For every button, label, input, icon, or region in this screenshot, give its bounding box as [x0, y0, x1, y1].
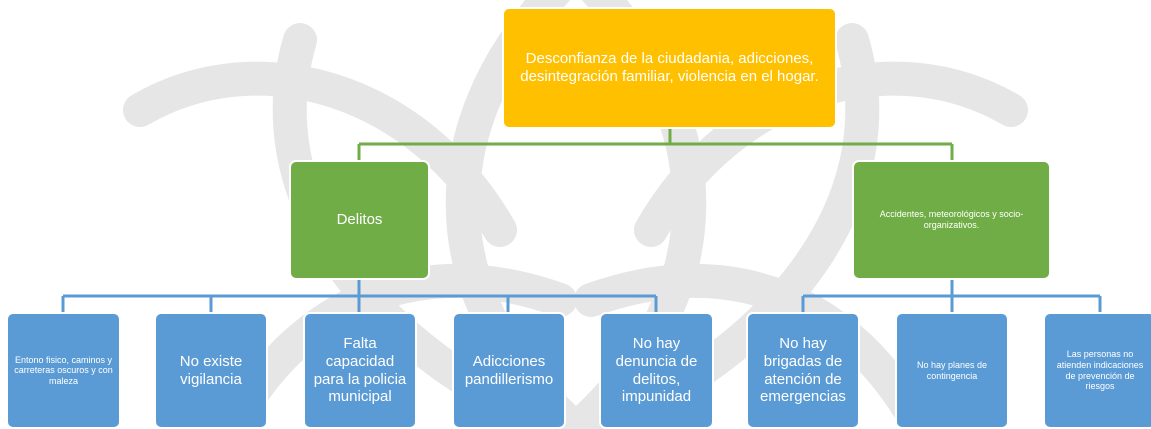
watermark-sweep-right: [574, 264, 938, 429]
leaf-node-no-hay-brigadas: No hay brigadas de atención de emergenci…: [746, 312, 860, 429]
leaf-node-no-existe-vigilancia: No existe vigilancia: [154, 312, 268, 429]
branch-node-delitos: Delitos: [289, 160, 430, 280]
root-to-branches-connector: [357, 129, 954, 160]
leaf-node-label: No hay brigadas de atención de emergenci…: [760, 335, 846, 406]
leaf-node-falta-capacidad-policia: Falta capacidad para la policia municipa…: [303, 312, 417, 429]
leaf-node-label: Las personas no atienden indicaciones de…: [1056, 349, 1144, 392]
root-node-label: Desconfianza de la ciudadania, adiccione…: [520, 50, 819, 85]
leaf-node-label: No hay planes de contingencia: [916, 359, 988, 381]
root-node: Desconfianza de la ciudadania, adiccione…: [502, 7, 837, 129]
delitos-to-leaves-connector: [61, 280, 658, 312]
leaf-node-adicciones-pandillerismo: Adicciones pandillerismo: [452, 312, 566, 429]
branch-node-accidentes: Accidentes, meteorológicos y socio-organ…: [852, 160, 1051, 280]
leaf-node-label: No hay denuncia de delitos, impunidad: [615, 335, 698, 406]
leaf-node-label: No existe vigilancia: [179, 352, 243, 388]
leaf-node-no-hay-planes: No hay planes de contingencia: [895, 312, 1009, 429]
leaf-node-no-hay-denuncia: No hay denuncia de delitos, impunidad: [599, 312, 714, 429]
accidentes-to-leaves-connector: [801, 280, 1102, 312]
leaf-node-personas-no-atienden: Las personas no atienden indicaciones de…: [1043, 312, 1151, 429]
leaf-node-label: Entono fisico, caminos y carreteras oscu…: [14, 354, 113, 386]
branch-node-accidentes-label: Accidentes, meteorológicos y socio-organ…: [879, 209, 1024, 230]
leaf-node-entorno-fisico: Entono fisico, caminos y carreteras oscu…: [6, 312, 121, 429]
branch-node-delitos-label: Delitos: [336, 211, 383, 229]
watermark-arc-left: [123, 61, 517, 247]
leaf-node-label: Falta capacidad para la policia municipa…: [313, 335, 407, 406]
leaf-node-label: Adicciones pandillerismo: [464, 352, 554, 388]
